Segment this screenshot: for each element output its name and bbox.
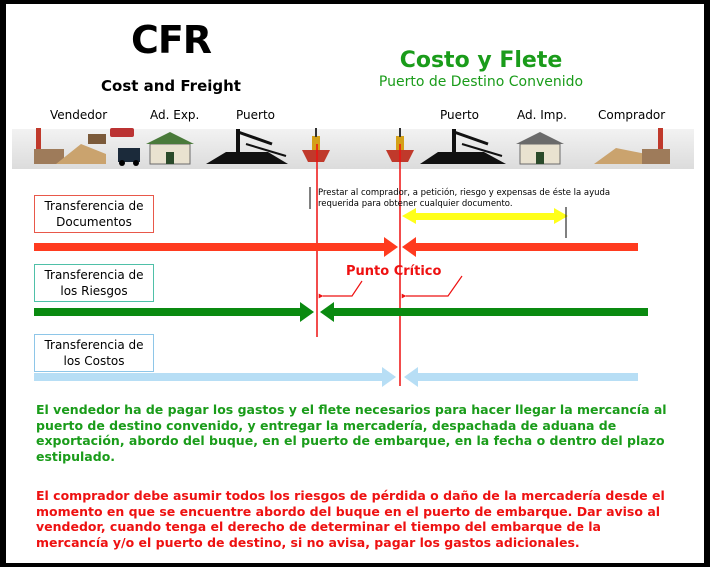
critical-pointer-destination: [401, 275, 463, 299]
party-buyer: Comprador: [598, 108, 666, 122]
costs-arrow-to-destination: [34, 367, 396, 387]
crane-icon: [206, 129, 288, 164]
incoterm-abbr: CFR: [130, 18, 212, 62]
risks-arrow-to-seller: [320, 302, 648, 322]
diagram-canvas: CFR Cost and Freight Costo y Flete Puert…: [6, 4, 704, 563]
party-seller: Vendedor: [50, 108, 108, 122]
diagram-graphics: [34, 128, 670, 387]
documents-transfer-label: Transferencia de Documentos: [34, 195, 154, 233]
customs-building-icon: [146, 132, 194, 165]
party-port-origin: Puerto: [236, 108, 275, 122]
risks-transfer-label: Transferencia de los Riesgos: [34, 264, 154, 302]
buyer-obligations-text: El comprador debe asumir todos los riesg…: [36, 488, 665, 550]
forklift-icon: [56, 134, 106, 164]
party-port-destination: Puerto: [440, 108, 479, 122]
incoterm-english-name: Cost and Freight: [101, 77, 241, 95]
documents-arrow-to-buyer: [34, 237, 398, 257]
costs-transfer-label: Transferencia de los Costos: [34, 334, 154, 372]
seller-obligations-text: El vendedor ha de pagar los gastos y el …: [36, 402, 667, 464]
ship-icon: [302, 128, 330, 162]
costs-arrow-to-seller: [404, 367, 638, 387]
factory-icon: [594, 128, 670, 164]
party-import-customs: Ad. Imp.: [517, 108, 567, 122]
factory-icon: [34, 128, 64, 164]
critical-pointer-origin: [318, 280, 363, 299]
assistance-note: Prestar al comprador, a petición, riesgo…: [318, 188, 611, 209]
risks-arrow-to-origin: [34, 302, 314, 322]
customs-building-icon: [516, 132, 564, 165]
incoterm-subtitle: Puerto de Destino Convenido: [378, 74, 584, 90]
assistance-arrow: [402, 207, 568, 238]
documents-arrow-to-seller: [402, 237, 638, 257]
crane-icon: [420, 129, 506, 164]
party-export-customs: Ad. Exp.: [150, 108, 200, 122]
truck-icon: [110, 128, 140, 166]
critical-point-label: Punto Crítico: [346, 264, 442, 279]
incoterm-spanish-name: Costo y Flete: [399, 48, 563, 73]
